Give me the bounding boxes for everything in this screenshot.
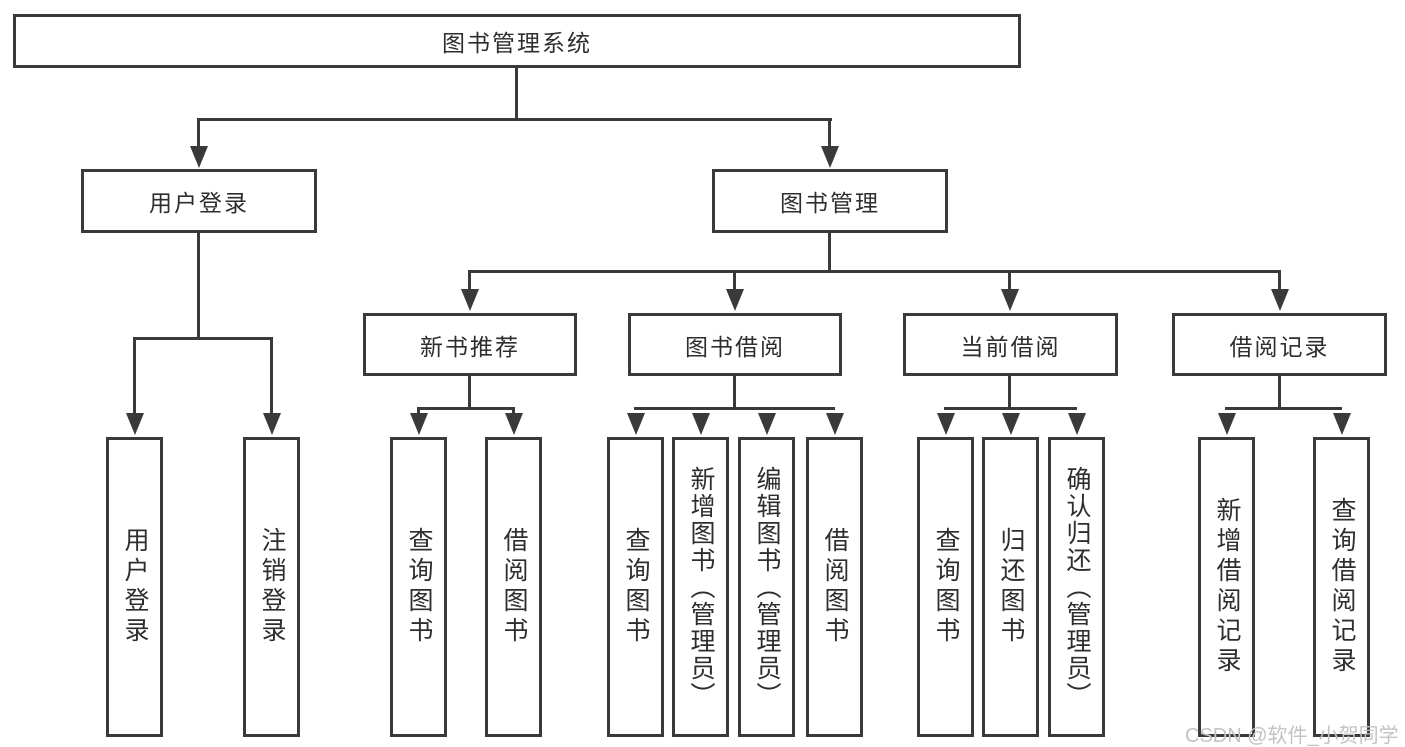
arrow-down-icon [126, 413, 144, 435]
node-new-book-recommend-label: 新书推荐 [420, 333, 520, 360]
connector-line [733, 376, 736, 409]
connector-line [417, 407, 515, 410]
arrow-down-icon [461, 289, 479, 311]
leaf-logout: 注销登录 [243, 437, 300, 737]
arrow-down-icon [410, 413, 428, 435]
leaf-confirm-return-admin: 确认归还（管理员） [1048, 437, 1105, 737]
arrow-down-icon [1001, 289, 1019, 311]
connector-line [1225, 407, 1342, 410]
leaf-borrow-query-books: 查询图书 [607, 437, 664, 737]
connector-line [515, 68, 518, 121]
arrow-down-icon [263, 413, 281, 435]
node-current-borrow-label: 当前借阅 [960, 333, 1061, 360]
leaf-borrow-query-books-label: 查询图书 [622, 527, 650, 647]
connector-line [1008, 270, 1011, 292]
leaf-logout-label: 注销登录 [258, 527, 286, 647]
leaf-add-books-admin-label: 新增图书（管理员） [687, 465, 715, 709]
connector-line [1008, 376, 1011, 409]
connector-line [468, 376, 471, 409]
connector-line [512, 407, 515, 416]
arrow-down-icon [1068, 413, 1086, 435]
leaf-confirm-return-admin-label: 确认归还（管理员） [1063, 465, 1091, 709]
node-user-login: 用户登录 [81, 169, 317, 233]
arrow-down-icon [937, 413, 955, 435]
node-current-borrow: 当前借阅 [903, 313, 1118, 376]
arrow-down-icon [190, 146, 208, 168]
leaf-user-login: 用户登录 [106, 437, 163, 737]
arrow-down-icon [726, 289, 744, 311]
leaf-query-borrow-record-label: 查询借阅记录 [1328, 497, 1356, 677]
connector-line [944, 407, 1077, 410]
connector-line [197, 118, 200, 148]
node-borrow-records-label: 借阅记录 [1229, 333, 1330, 360]
node-book-management: 图书管理 [712, 169, 948, 233]
arrow-down-icon [758, 413, 776, 435]
connector-line [197, 233, 200, 339]
connector-line [1278, 376, 1281, 409]
connector-line [733, 270, 736, 292]
node-new-book-recommend: 新书推荐 [363, 313, 577, 376]
node-book-management-label: 图书管理 [780, 190, 880, 216]
node-user-login-label: 用户登录 [149, 190, 249, 216]
arrow-down-icon [1218, 413, 1236, 435]
leaf-return-books: 归还图书 [982, 437, 1039, 737]
leaf-current-query-books-label: 查询图书 [932, 527, 960, 647]
node-root-label: 图书管理系统 [442, 30, 592, 56]
node-borrow-records: 借阅记录 [1172, 313, 1387, 376]
leaf-add-borrow-record-label: 新增借阅记录 [1213, 497, 1241, 677]
arrow-down-icon [505, 413, 523, 435]
arrow-down-icon [1002, 413, 1020, 435]
connector-line [1278, 270, 1281, 292]
node-book-borrow-label: 图书借阅 [685, 333, 785, 360]
connector-line [634, 407, 835, 410]
leaf-current-query-books: 查询图书 [917, 437, 974, 737]
node-book-borrow: 图书借阅 [628, 313, 842, 376]
leaf-recommend-query-books-label: 查询图书 [405, 527, 433, 647]
arrow-down-icon [1271, 289, 1289, 311]
leaf-edit-books-admin: 编辑图书（管理员） [738, 437, 795, 737]
arrow-down-icon [1333, 413, 1351, 435]
connector-line [468, 270, 1281, 273]
connector-line [828, 118, 831, 148]
leaf-edit-books-admin-label: 编辑图书（管理员） [753, 465, 781, 709]
leaf-add-books-admin: 新增图书（管理员） [672, 437, 729, 737]
connector-line [417, 407, 420, 416]
leaf-recommend-query-books: 查询图书 [390, 437, 447, 737]
connector-line [828, 233, 831, 272]
leaf-query-borrow-record: 查询借阅记录 [1313, 437, 1370, 737]
arrow-down-icon [627, 413, 645, 435]
leaf-borrow-books-label: 借阅图书 [821, 527, 849, 647]
leaf-borrow-books: 借阅图书 [806, 437, 863, 737]
leaf-user-login-label: 用户登录 [121, 527, 149, 647]
arrow-down-icon [692, 413, 710, 435]
connector-line [133, 337, 136, 415]
connector-line [468, 270, 471, 292]
leaf-add-borrow-record: 新增借阅记录 [1198, 437, 1255, 737]
leaf-recommend-borrow-books: 借阅图书 [485, 437, 542, 737]
leaf-recommend-borrow-books-label: 借阅图书 [500, 527, 528, 647]
leaf-return-books-label: 归还图书 [997, 527, 1025, 647]
arrow-down-icon [826, 413, 844, 435]
csdn-watermark: CSDN @软件_小贺同学 [1185, 725, 1399, 747]
node-root: 图书管理系统 [13, 14, 1021, 68]
connector-line [197, 118, 832, 121]
connector-line [133, 337, 273, 340]
connector-line [270, 337, 273, 415]
arrow-down-icon [821, 146, 839, 168]
